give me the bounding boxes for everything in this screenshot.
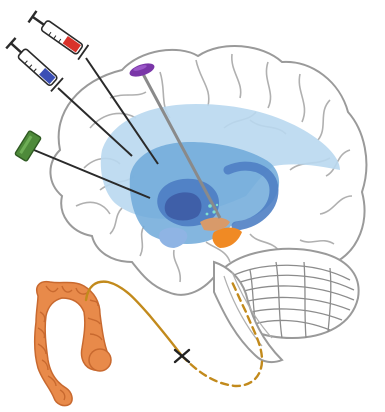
colon-body <box>35 282 109 406</box>
colon-icon <box>35 282 111 406</box>
blue-syringe-icon <box>5 37 63 92</box>
green-electrode-icon <box>15 130 42 161</box>
cerebellum <box>214 249 359 362</box>
red-syringe-icon <box>27 9 88 59</box>
caecum <box>89 349 111 371</box>
vagotomy-cross-icon <box>175 350 189 362</box>
